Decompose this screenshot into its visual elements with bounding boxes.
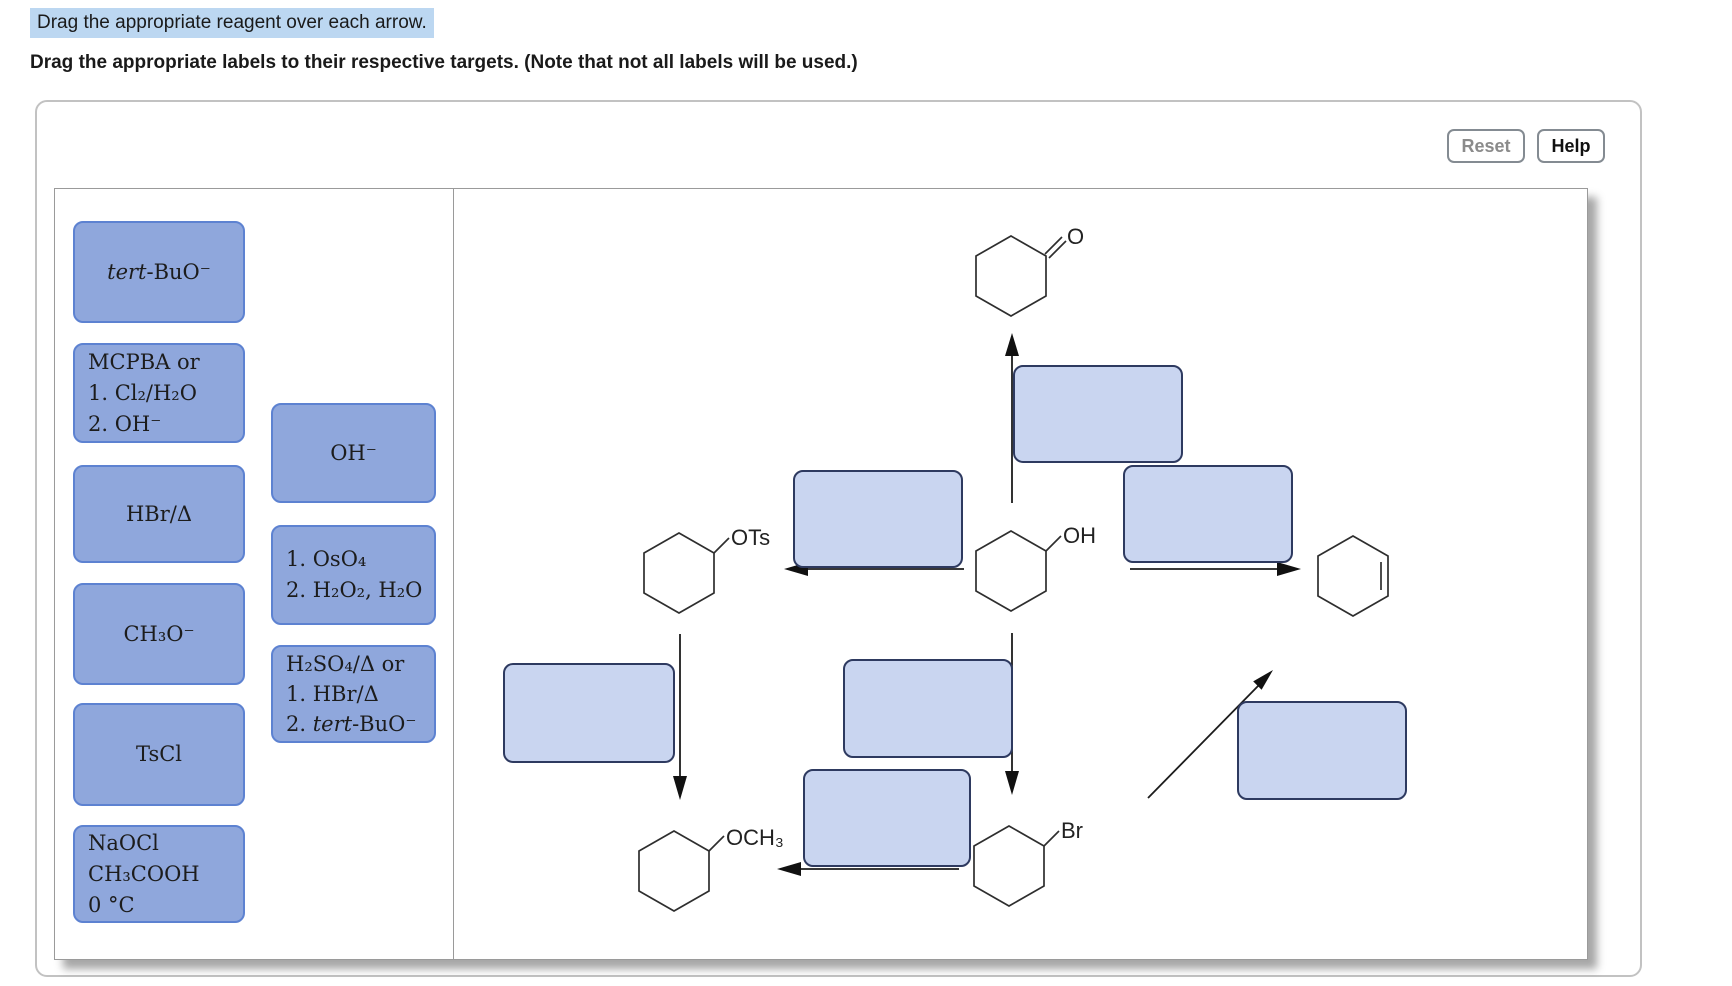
br-label: Br (1061, 818, 1083, 843)
bank-label-mcpba[interactable]: MCPBA or 1. Cl₂/H₂O 2. OH⁻ (73, 343, 245, 443)
ketone-oxygen-label: O (1067, 224, 1084, 249)
drop-target-left-arrow[interactable] (793, 470, 963, 568)
ots-label: OTs (731, 525, 770, 550)
arrow-up-to-ketone (1005, 333, 1019, 503)
bank-divider (453, 189, 454, 959)
structure-cyclohexene (1317, 535, 1389, 617)
bank-label-line: 2. OH⁻ (88, 411, 162, 436)
drop-target-diagonal-arrow[interactable] (1237, 701, 1407, 800)
structure-cyclohexanol: OH (975, 523, 1096, 612)
bank-label-tert-buo[interactable]: tert-BuO⁻ (73, 221, 245, 323)
activity-panel: Reset Help tert-BuO⁻ MCPBA or 1. Cl₂/H₂O… (35, 100, 1642, 977)
bank-label-naocl[interactable]: NaOCl CH₃COOH 0 °C (73, 825, 245, 923)
drop-target-ots-down-arrow[interactable] (503, 663, 675, 763)
instruction-highlighted: Drag the appropriate reagent over each a… (30, 8, 434, 38)
och3-label: OCH₃ (726, 825, 784, 850)
instruction-bold: Drag the appropriate labels to their res… (30, 52, 858, 73)
bank-label-line: 2. H₂O₂, H₂O (286, 578, 423, 602)
bank-label-line: 1. Cl₂/H₂O (88, 380, 197, 405)
drop-target-center-down-arrow[interactable] (843, 659, 1013, 758)
drop-target-up-arrow[interactable] (1013, 365, 1183, 463)
drop-target-ether-arrow[interactable] (803, 769, 971, 867)
bank-label-line: 1. HBr/Δ (286, 682, 379, 706)
help-button[interactable]: Help (1537, 129, 1605, 163)
bank-label-text: HBr/Δ (125, 501, 193, 526)
structure-bromocyclohexane: Br (973, 818, 1083, 907)
bank-label-hbr-delta[interactable]: HBr/Δ (73, 465, 245, 563)
bank-label-oh[interactable]: OH⁻ (271, 403, 436, 503)
bank-label-text: OH⁻ (330, 440, 377, 465)
arrow-down-from-ots (673, 634, 687, 800)
oh-label: OH (1063, 523, 1096, 548)
drop-target-right-arrow[interactable] (1123, 465, 1293, 563)
bank-label-line: NaOCl (88, 830, 159, 855)
bank-label-ch3o[interactable]: CH₃O⁻ (73, 583, 245, 685)
bank-label-oso4[interactable]: 1. OsO₄ 2. H₂O₂, H₂O (271, 525, 436, 625)
bank-label-line: 1. OsO₄ (286, 547, 367, 571)
workspace: tert-BuO⁻ MCPBA or 1. Cl₂/H₂O 2. OH⁻ HBr… (54, 188, 1588, 960)
bank-label-tscl[interactable]: TsCl (73, 703, 245, 806)
arrow-right-to-cyclohexene (1130, 562, 1301, 576)
bank-label-text: tert-BuO⁻ (107, 259, 211, 284)
structure-cyclohexanone: O (975, 224, 1084, 317)
bank-label-h2so4[interactable]: H₂SO₄/Δ or 1. HBr/Δ 2. tert-BuO⁻ (271, 645, 436, 743)
structure-cyclohexyl-tosylate: OTs (643, 525, 770, 614)
bank-label-line: CH₃COOH (88, 861, 200, 886)
bank-label-line: 2. tert-BuO⁻ (286, 712, 417, 736)
arrow-left-to-ether (777, 862, 959, 876)
reset-button[interactable]: Reset (1447, 129, 1525, 163)
bank-label-line: MCPBA or (88, 349, 200, 374)
bank-label-line: H₂SO₄/Δ or (286, 652, 405, 676)
bank-label-text: CH₃O⁻ (123, 621, 195, 646)
bank-label-text: TsCl (135, 742, 183, 766)
bank-label-line: 0 °C (88, 892, 135, 917)
structure-methoxycyclohexane: OCH₃ (638, 825, 784, 912)
